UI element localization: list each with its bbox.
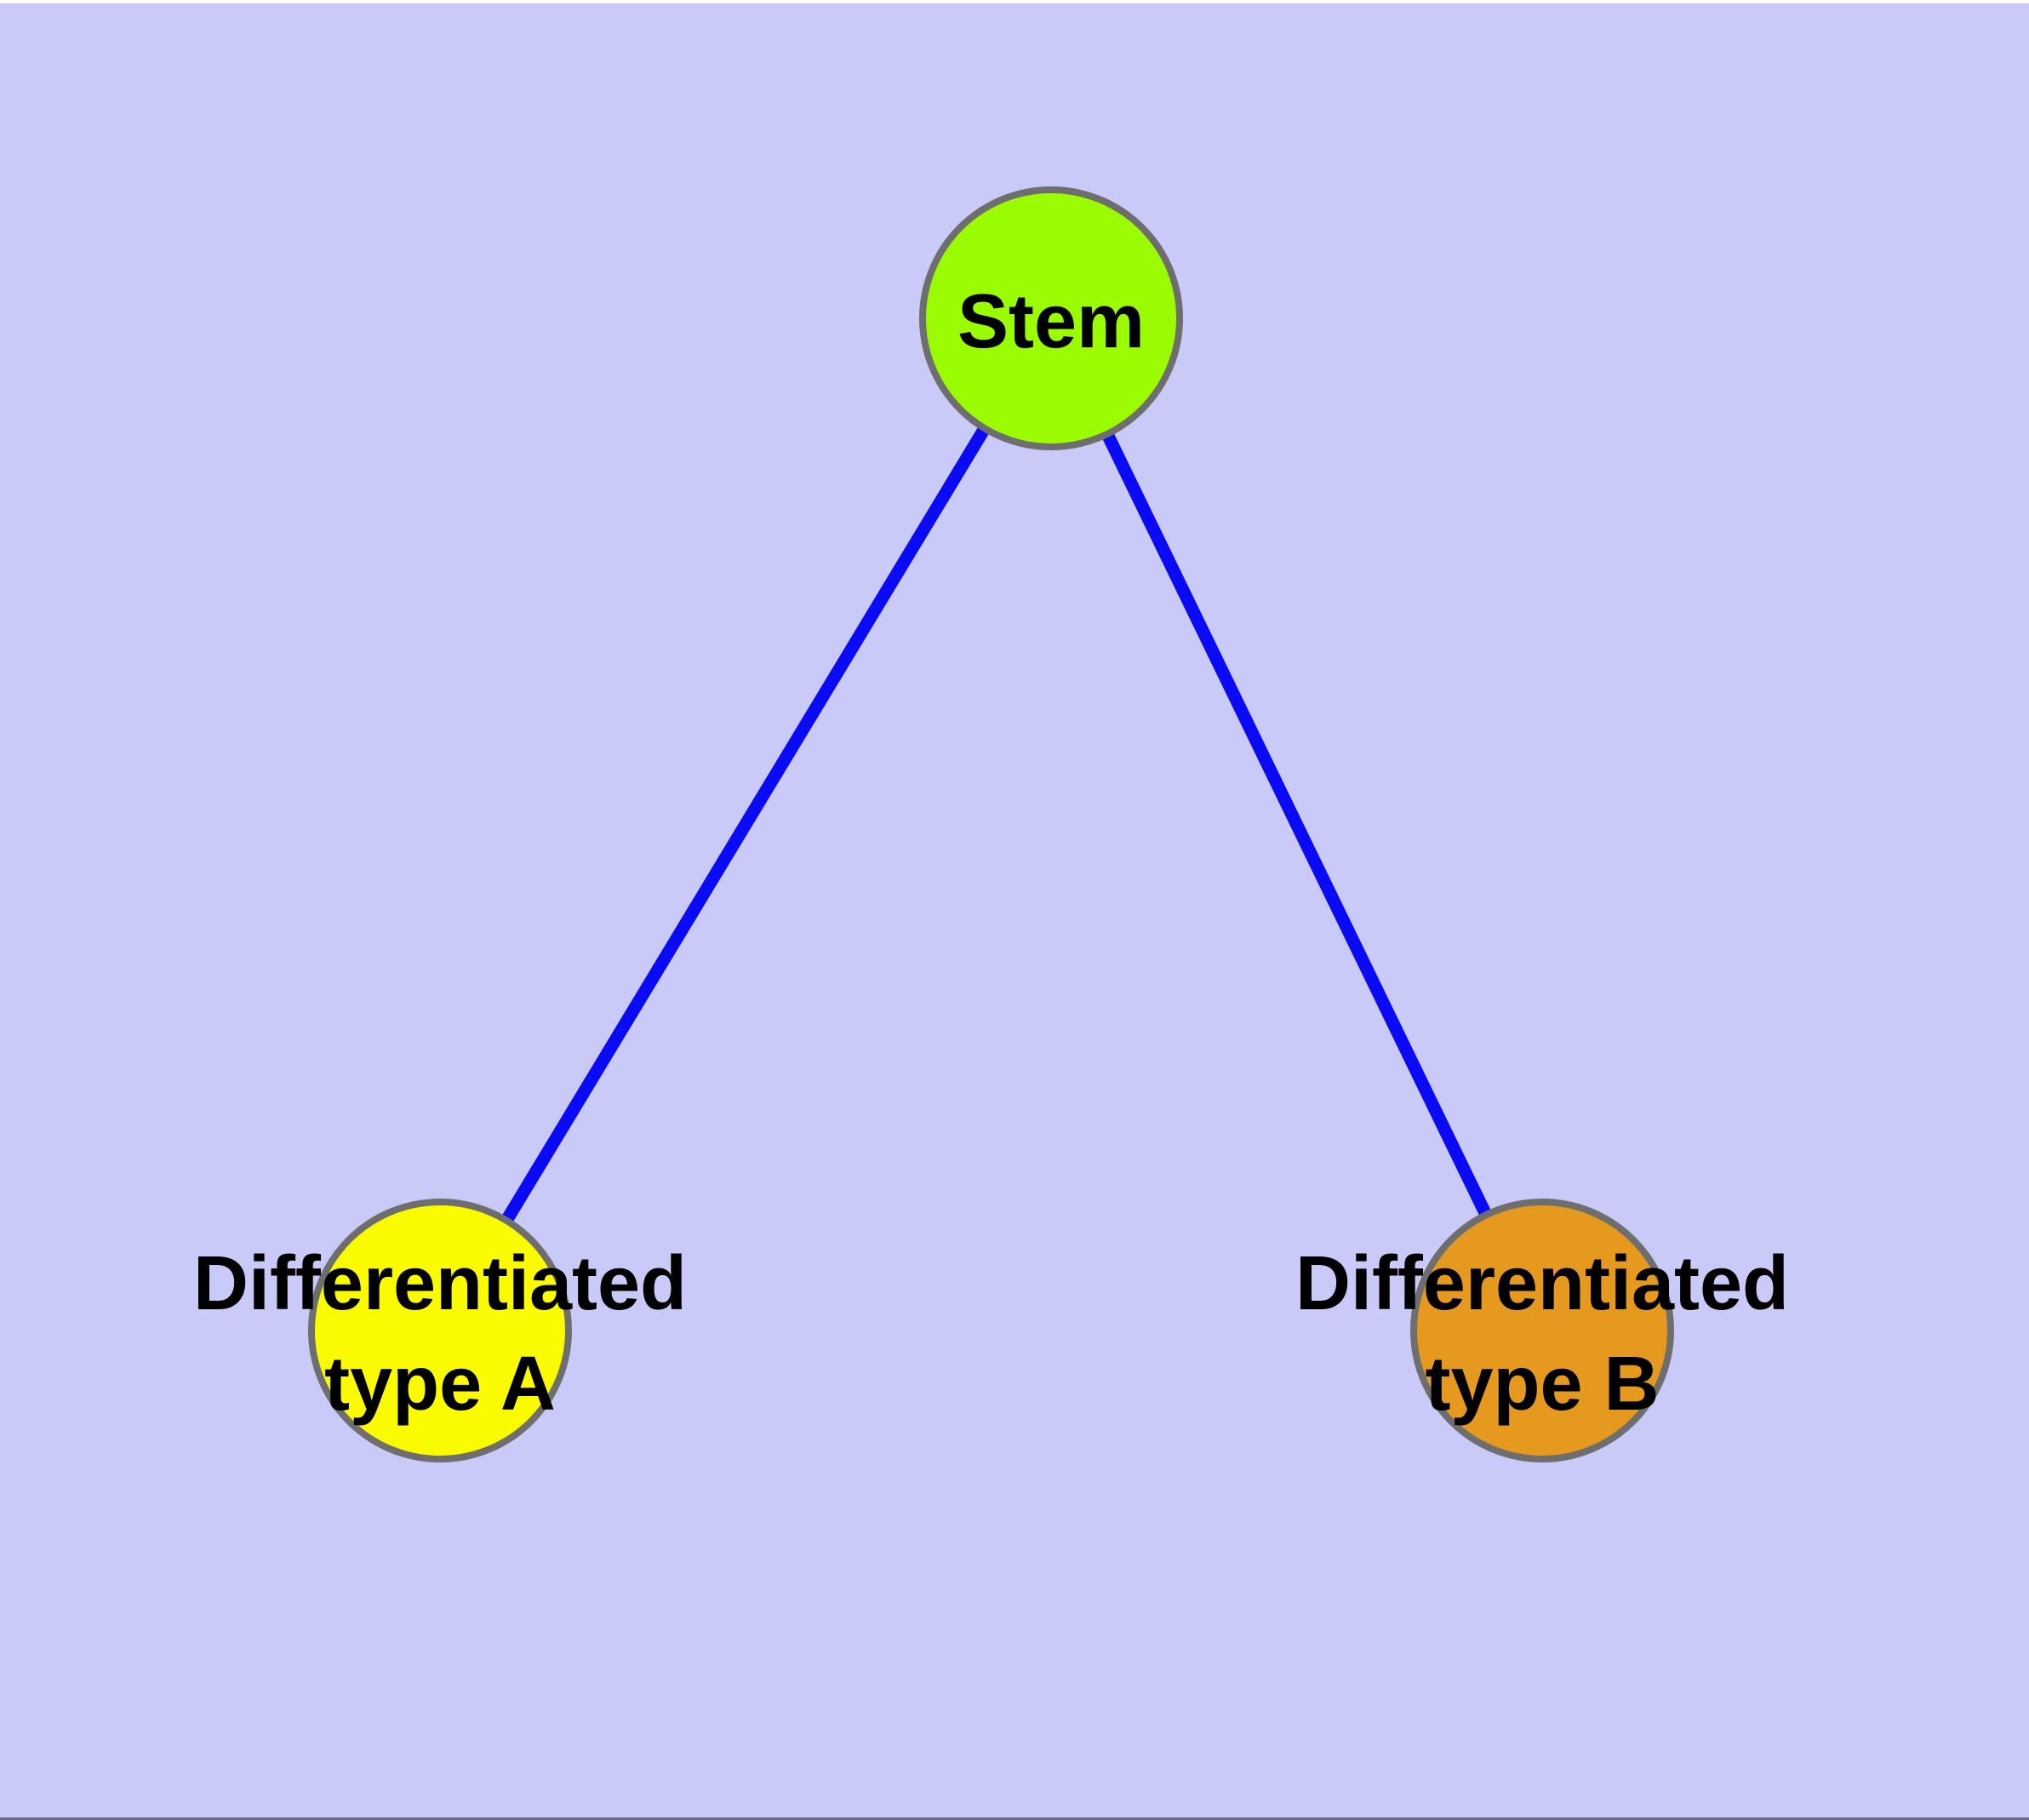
bottom-edge-line [0,1817,2029,1820]
edge-stem-to-type-a [434,315,1057,1334]
node-type-b-label: Differentiated type B [1295,1241,1789,1427]
node-stem-label: Stem [957,279,1145,364]
node-type-b-circle [1410,1199,1674,1462]
node-type-b: Differentiated type B [1295,1199,1789,1462]
node-type-a-circle [308,1199,572,1462]
edges [434,315,1548,1334]
node-type-a-label-line-2: type A [324,1342,556,1427]
top-margin-strip [0,0,2029,3]
node-type-b-label-line-1: Differentiated [1295,1241,1789,1326]
node-stem-label-line-1: Stem [957,279,1145,364]
node-type-b-label-line-2: type B [1425,1342,1659,1427]
node-stem-circle [919,186,1183,450]
edge-stem-to-type-b [1045,315,1548,1334]
node-type-a: Differentiated type A [193,1199,687,1462]
node-type-a-label-line-1: Differentiated [193,1241,687,1326]
node-stem: Stem [919,186,1183,450]
node-type-a-label: Differentiated type A [193,1241,687,1427]
